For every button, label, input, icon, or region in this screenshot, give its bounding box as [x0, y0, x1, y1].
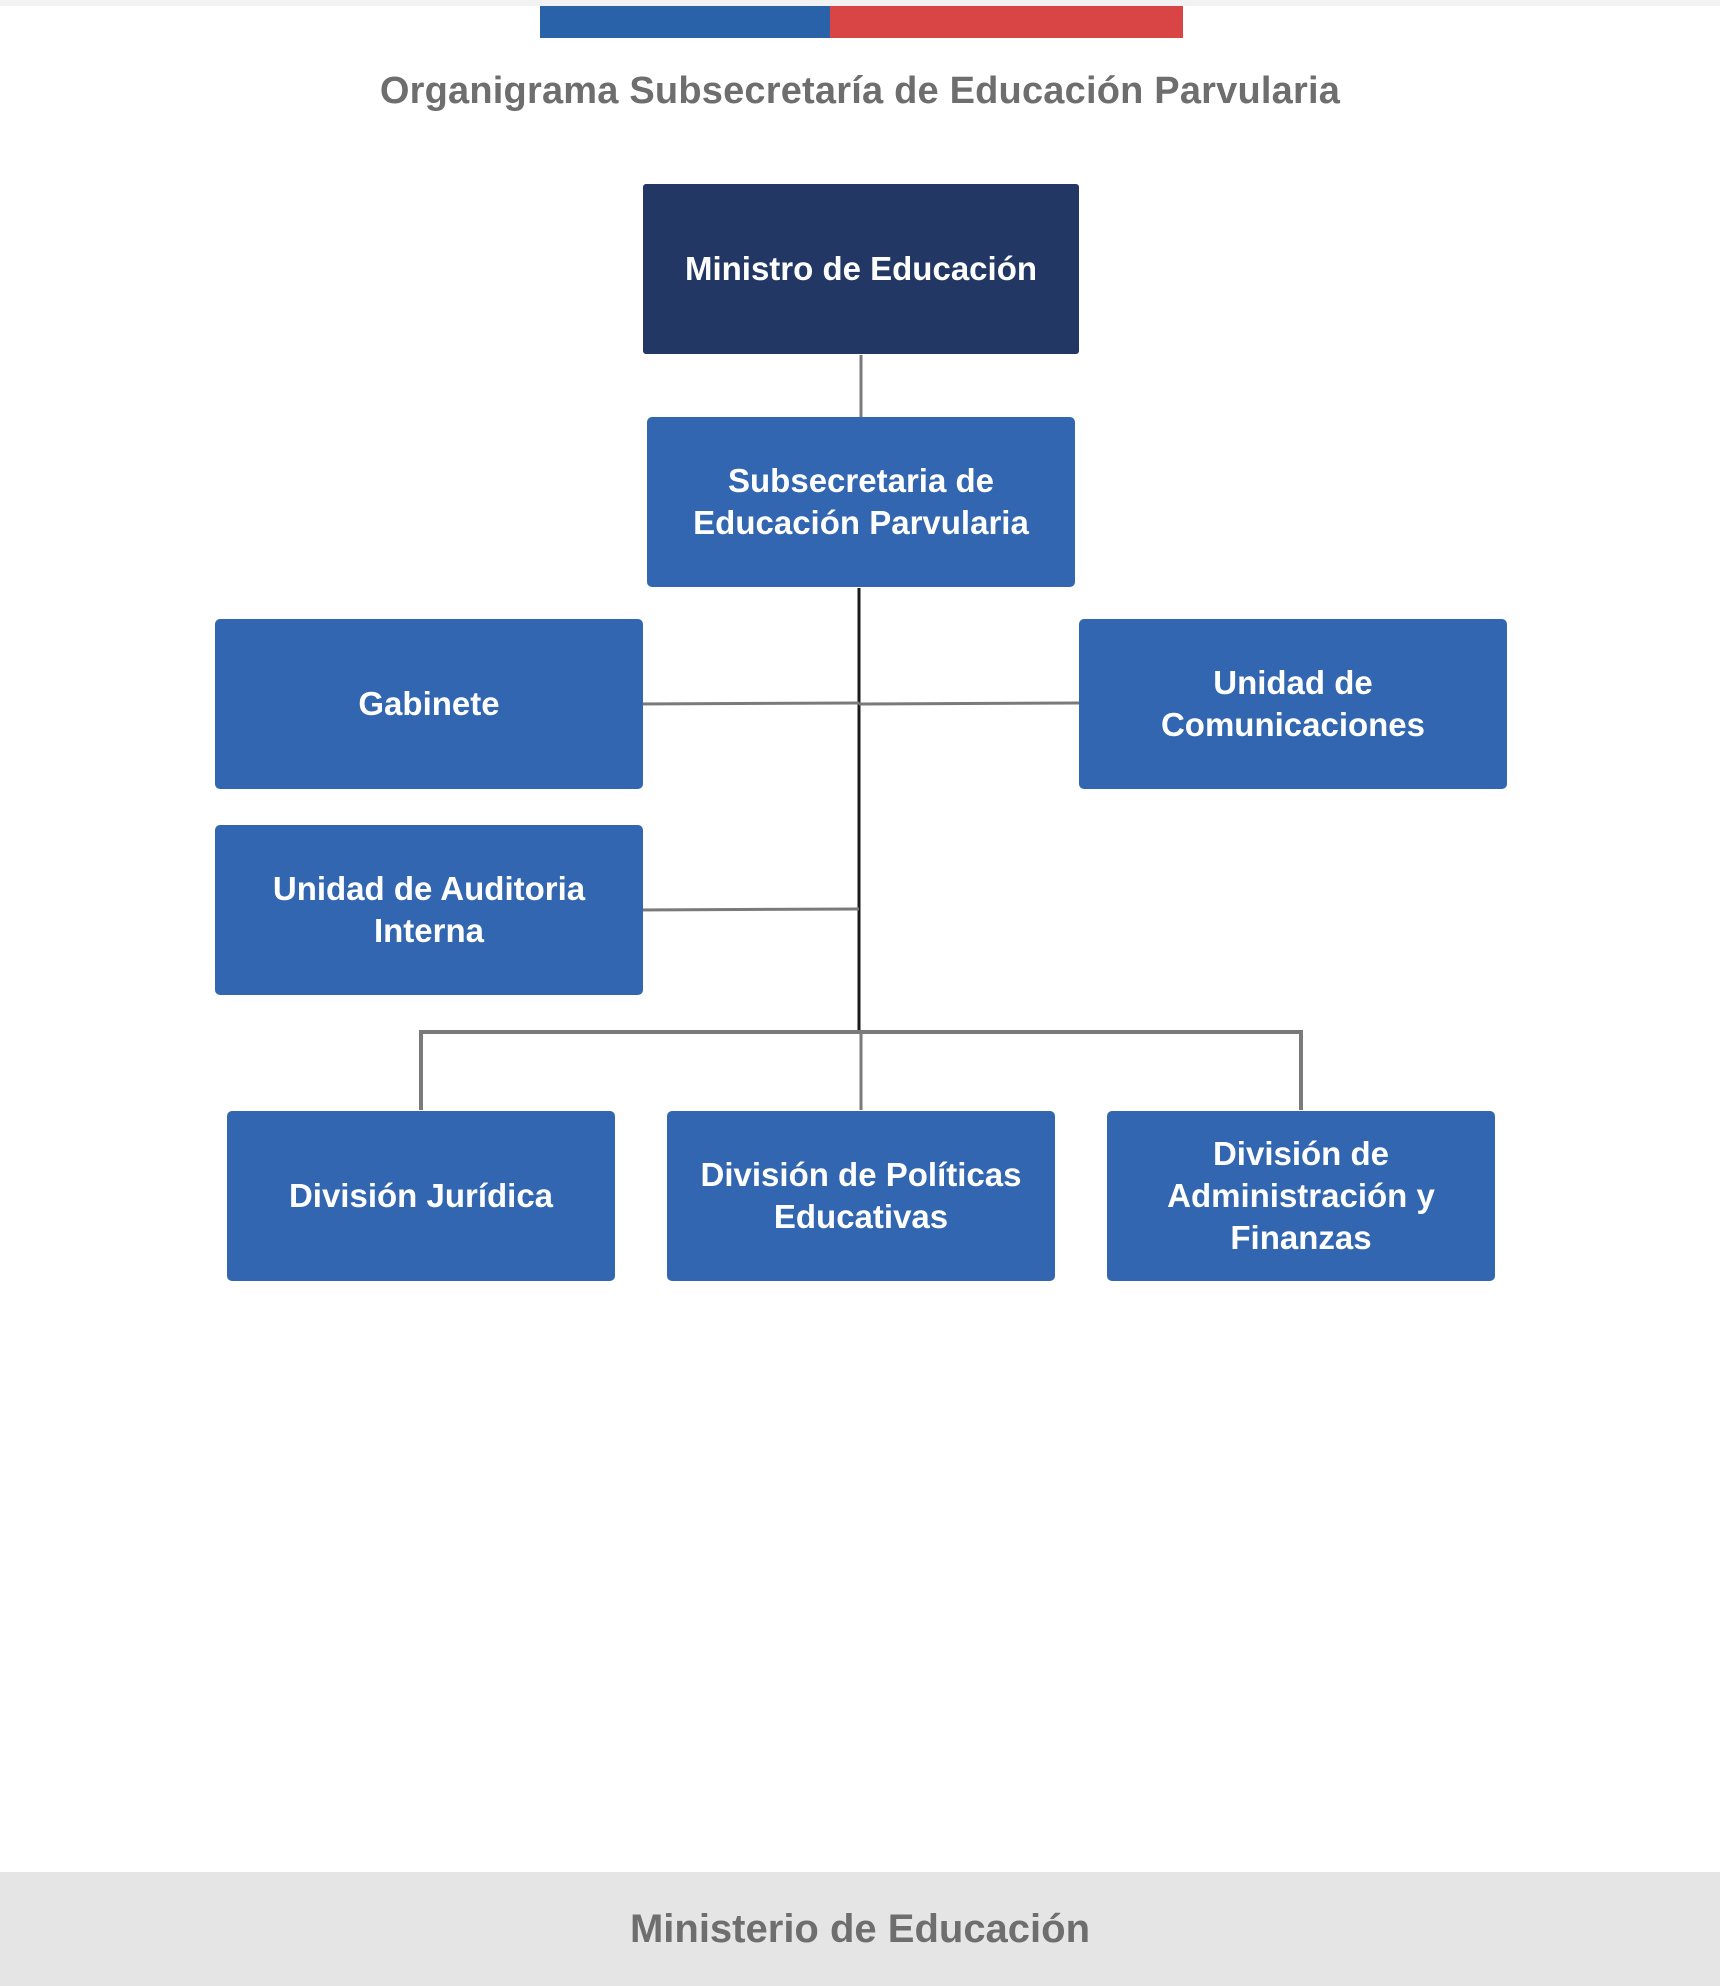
- top-strip: [0, 0, 1720, 6]
- connector-gabinete: [628, 701, 860, 706]
- gabinete-box: Gabinete: [215, 619, 643, 789]
- flag-blue-segment: [540, 6, 830, 38]
- page-title: Organigrama Subsecretaría de Educación P…: [379, 70, 1341, 112]
- ministro-box: Ministro de Educación: [643, 184, 1079, 354]
- connector-auditoria: [628, 907, 860, 912]
- footer: Ministerio de Educación: [0, 1872, 1720, 1986]
- connector-comunicaciones: [858, 701, 1080, 706]
- division-juridica-box: División Jurídica: [227, 1111, 615, 1281]
- comunicaciones-box: Unidad de Comunicaciones: [1079, 619, 1507, 789]
- division-politicas-box: División de Políticas Educativas: [667, 1111, 1055, 1281]
- flag-red-segment: [830, 6, 1183, 38]
- subsecretaria-box: Subsecretaria de Educación Parvularia: [647, 417, 1075, 587]
- auditoria-box: Unidad de Auditoria Interna: [215, 825, 643, 995]
- flag-bar: [540, 6, 1183, 38]
- footer-text: Ministerio de Educación: [629, 1906, 1091, 1951]
- division-administracion-box: División de Administración y Finanzas: [1107, 1111, 1495, 1281]
